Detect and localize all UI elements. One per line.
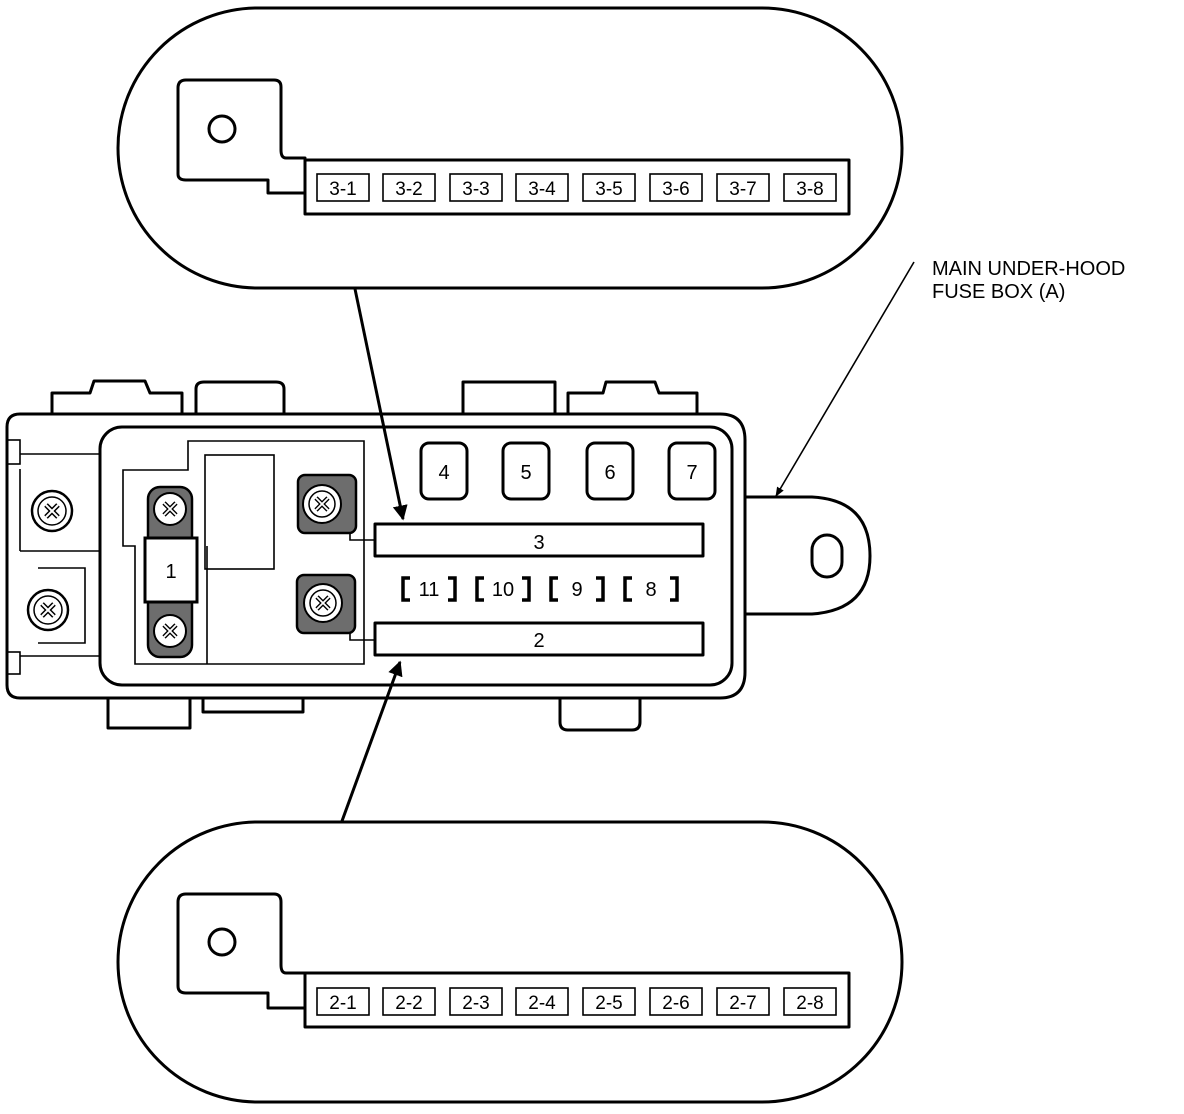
fuse-box-label-line2: FUSE BOX (A) xyxy=(932,281,1065,303)
fuse-label: 6 xyxy=(604,462,615,484)
fuse-label: 7 xyxy=(686,462,697,484)
fuse-box-label-line1: MAIN UNDER-HOOD xyxy=(932,258,1125,280)
bottom-terminal-label: 2-4 xyxy=(528,993,556,1014)
bracket-fuse-label: 9 xyxy=(571,579,582,601)
top-terminal-label: 3-2 xyxy=(395,179,422,200)
bracket-fuse-8: 8 xyxy=(623,576,679,602)
bar-3-post xyxy=(296,473,375,541)
bolt-icon xyxy=(153,614,187,648)
top-terminal-label: 3-8 xyxy=(796,179,823,200)
top-terminal: 3-7 xyxy=(716,173,770,202)
bracket-fuse-label: 10 xyxy=(492,579,514,601)
bottom-terminal: 2-4 xyxy=(515,987,569,1016)
fuse-6: 6 xyxy=(585,441,635,501)
svg-text:2: 2 xyxy=(533,630,544,652)
bracket-fuse-label: 11 xyxy=(419,579,440,601)
top-terminal: 3-5 xyxy=(582,173,636,202)
bottom-terminal-label: 2-6 xyxy=(662,993,689,1014)
main-fuse-label: 1 xyxy=(165,561,176,583)
bracket-fuse-9: 9 xyxy=(549,576,605,602)
top-terminal-label: 3-4 xyxy=(528,179,556,200)
top-terminal-label: 3-7 xyxy=(729,179,756,200)
bottom-terminal-label: 2-8 xyxy=(796,993,823,1014)
bottom-terminal-label: 2-1 xyxy=(329,993,356,1014)
top-terminal: 3-3 xyxy=(449,173,503,202)
bottom-terminal: 2-2 xyxy=(382,987,436,1016)
bolt-icon xyxy=(26,588,70,632)
bottom-callout-arrow xyxy=(340,660,403,822)
bracket-fuse-label: 8 xyxy=(645,579,656,601)
bracket-fuse-11: 11 xyxy=(401,576,457,602)
fuse-box-body: 1 3 2 4 5 6 7 xyxy=(5,379,872,732)
bottom-terminal-label: 2-5 xyxy=(595,993,622,1014)
mounting-hole-icon xyxy=(207,927,237,957)
main-fuse: 1 xyxy=(143,485,199,659)
top-terminal-label: 3-5 xyxy=(595,179,622,200)
bolt-icon xyxy=(30,489,74,533)
top-terminal: 3-4 xyxy=(515,173,569,202)
bar-2-post xyxy=(295,573,375,641)
fuse-7: 7 xyxy=(667,441,717,501)
terminal-strip-2 xyxy=(303,971,851,1029)
label-leader-arrow xyxy=(775,261,915,497)
bracket-fuse-10: 10 xyxy=(475,576,531,602)
top-callout-arrow xyxy=(353,288,408,521)
fuse-4: 4 xyxy=(419,441,469,501)
top-terminal-label: 3-6 xyxy=(662,179,689,200)
terminal-strip-3 xyxy=(303,158,851,216)
top-terminal: 3-1 xyxy=(316,173,370,202)
bottom-terminal: 2-6 xyxy=(649,987,703,1016)
bottom-terminal-label: 2-2 xyxy=(395,993,422,1014)
bottom-terminal: 2-1 xyxy=(316,987,370,1016)
top-detail-callout: 3-1 3-2 3-3 3-4 3-5 3-6 3-7 3-8 xyxy=(116,6,904,290)
top-terminal-label: 3-3 xyxy=(462,179,489,200)
fuse-label: 4 xyxy=(438,462,449,484)
fuse-bar-2: 2 xyxy=(373,621,705,657)
mounting-hole-icon xyxy=(207,114,237,144)
bottom-detail-callout: 2-1 2-2 2-3 2-4 2-5 2-6 2-7 2-8 xyxy=(116,820,904,1104)
bottom-terminal-label: 2-3 xyxy=(462,993,489,1014)
top-terminal-label: 3-1 xyxy=(329,179,356,200)
bottom-terminal: 2-7 xyxy=(716,987,770,1016)
fuse-5: 5 xyxy=(501,441,551,501)
svg-text:3: 3 xyxy=(533,532,544,554)
top-terminal: 3-6 xyxy=(649,173,703,202)
top-terminal: 3-8 xyxy=(783,173,837,202)
mounting-slot-icon xyxy=(810,533,844,579)
top-terminal: 3-2 xyxy=(382,173,436,202)
bottom-terminal: 2-3 xyxy=(449,987,503,1016)
bottom-terminal: 2-5 xyxy=(582,987,636,1016)
fuse-label: 5 xyxy=(520,462,531,484)
bolt-icon xyxy=(153,492,187,526)
bottom-terminal: 2-8 xyxy=(783,987,837,1016)
fuse-bar-3: 3 xyxy=(373,522,705,558)
bottom-terminal-label: 2-7 xyxy=(729,993,756,1014)
